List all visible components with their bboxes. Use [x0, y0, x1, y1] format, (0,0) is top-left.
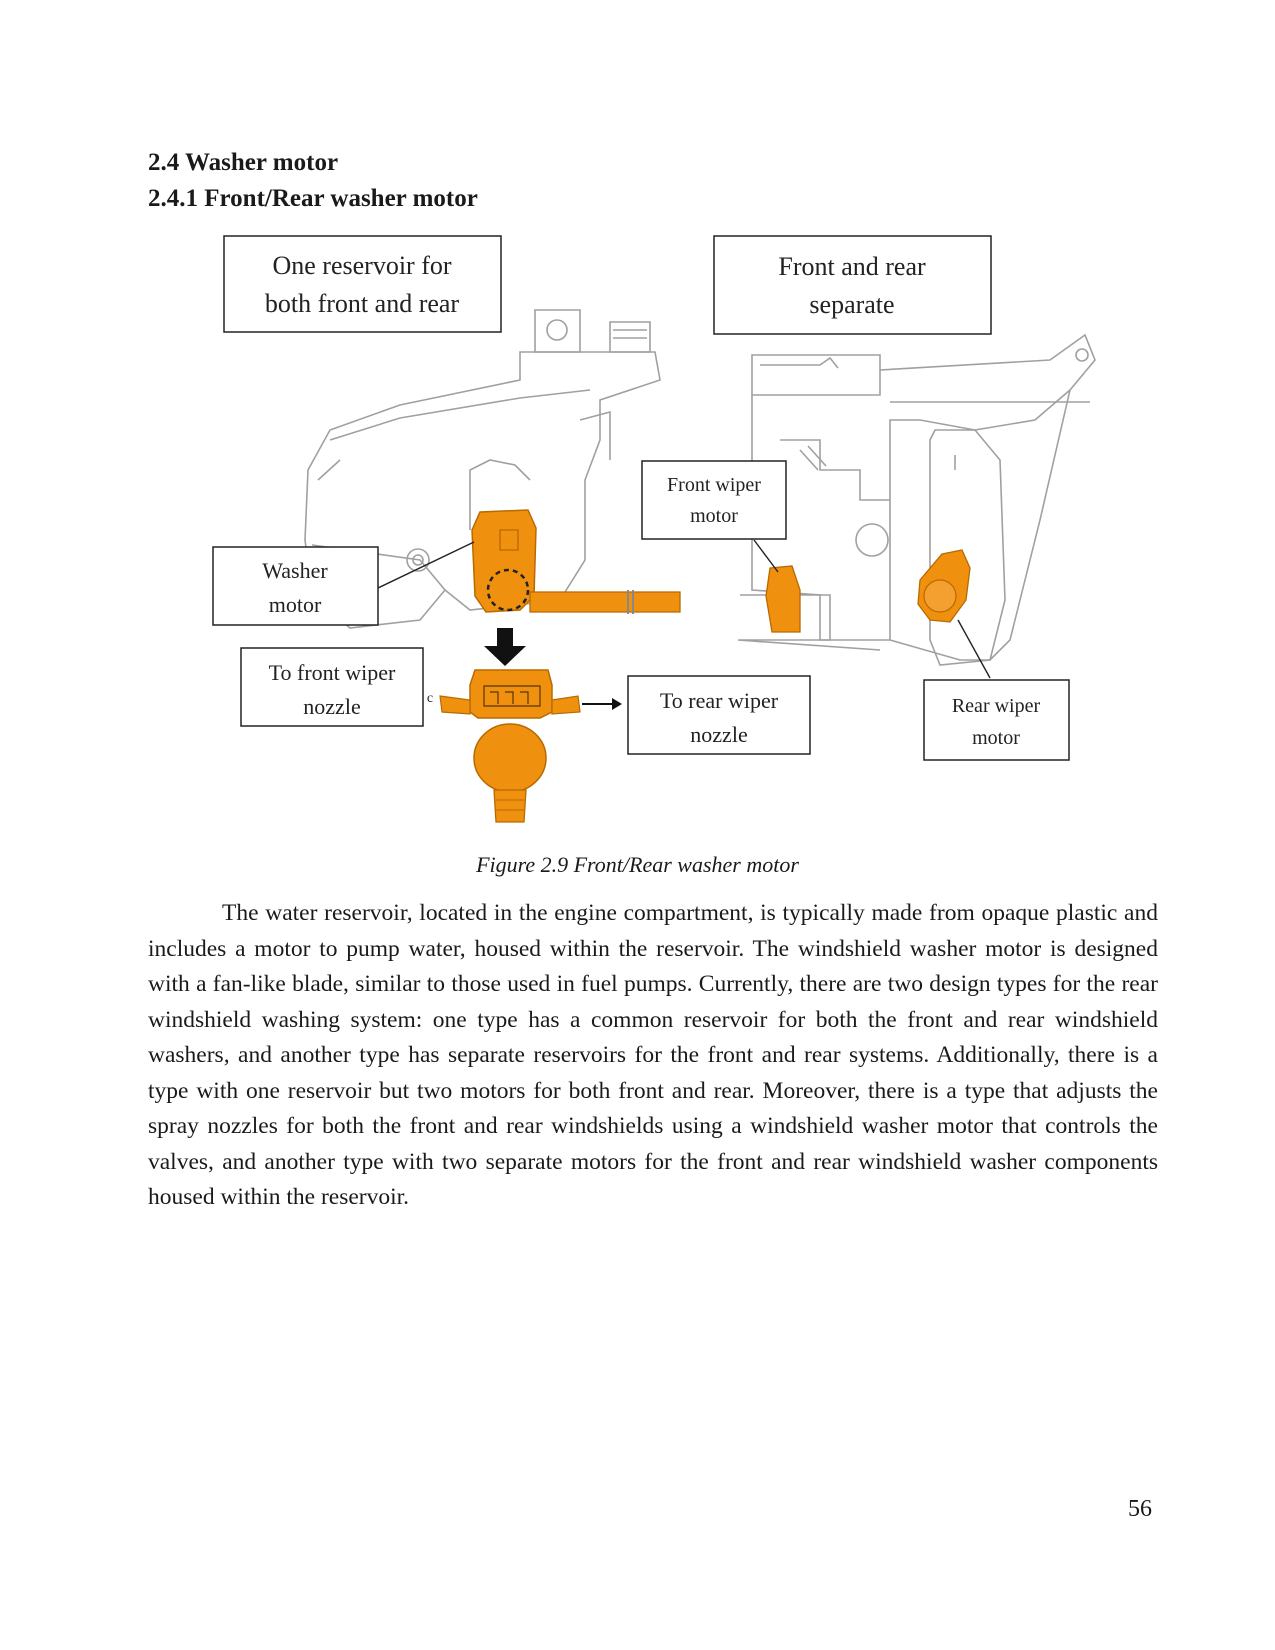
svg-text:c: c — [427, 691, 433, 706]
figure-caption: Figure 2.9 Front/Rear washer motor — [476, 852, 799, 877]
left-reservoir-sketch — [304, 309, 661, 629]
svg-text:nozzle: nozzle — [690, 722, 747, 747]
nozzle-valve-part — [439, 669, 581, 823]
label-front-wiper-motor: Front wiper motor — [641, 460, 787, 540]
down-arrow-icon — [484, 628, 526, 666]
label-washer-motor: Washer motor — [212, 546, 379, 626]
right-reservoir-sketch — [737, 333, 1096, 666]
label-rear-wiper-motor: Rear wiper motor — [923, 679, 1070, 761]
rear-wiper-motor-part — [917, 549, 971, 623]
svg-text:One reservoir for: One reservoir for — [272, 251, 451, 280]
subsection-heading: 2.4.1 Front/Rear washer motor — [148, 185, 478, 212]
svg-text:Washer: Washer — [262, 558, 328, 583]
label-front-rear-separate: Front and rear separate — [713, 235, 992, 335]
svg-text:To front wiper: To front wiper — [269, 660, 396, 685]
svg-text:motor: motor — [972, 727, 1020, 749]
svg-text:both front and rear: both front and rear — [265, 289, 460, 318]
svg-text:motor: motor — [269, 592, 322, 617]
label-to-rear-nozzle: To rear wiper nozzle — [627, 675, 811, 755]
section-heading: 2.4 Washer motor — [148, 149, 339, 176]
label-to-front-nozzle: To front wiper nozzle — [240, 647, 424, 727]
washer-motor-part — [471, 509, 681, 614]
body-paragraph: The water reservoir, located in the engi… — [148, 900, 1158, 1210]
svg-text:Front and rear: Front and rear — [778, 252, 926, 281]
washer-motor-figure: c One reservoir for both front and re — [212, 235, 1096, 823]
svg-text:separate: separate — [809, 290, 894, 319]
svg-text:nozzle: nozzle — [303, 694, 360, 719]
svg-text:Front wiper: Front wiper — [667, 474, 761, 496]
svg-text:Rear wiper: Rear wiper — [952, 695, 1041, 717]
front-wiper-motor-part — [765, 565, 801, 633]
page-number: 56 — [1128, 1496, 1152, 1522]
label-one-reservoir: One reservoir for both front and rear — [223, 235, 502, 333]
svg-text:To rear wiper: To rear wiper — [660, 688, 779, 713]
svg-text:motor: motor — [690, 505, 738, 527]
